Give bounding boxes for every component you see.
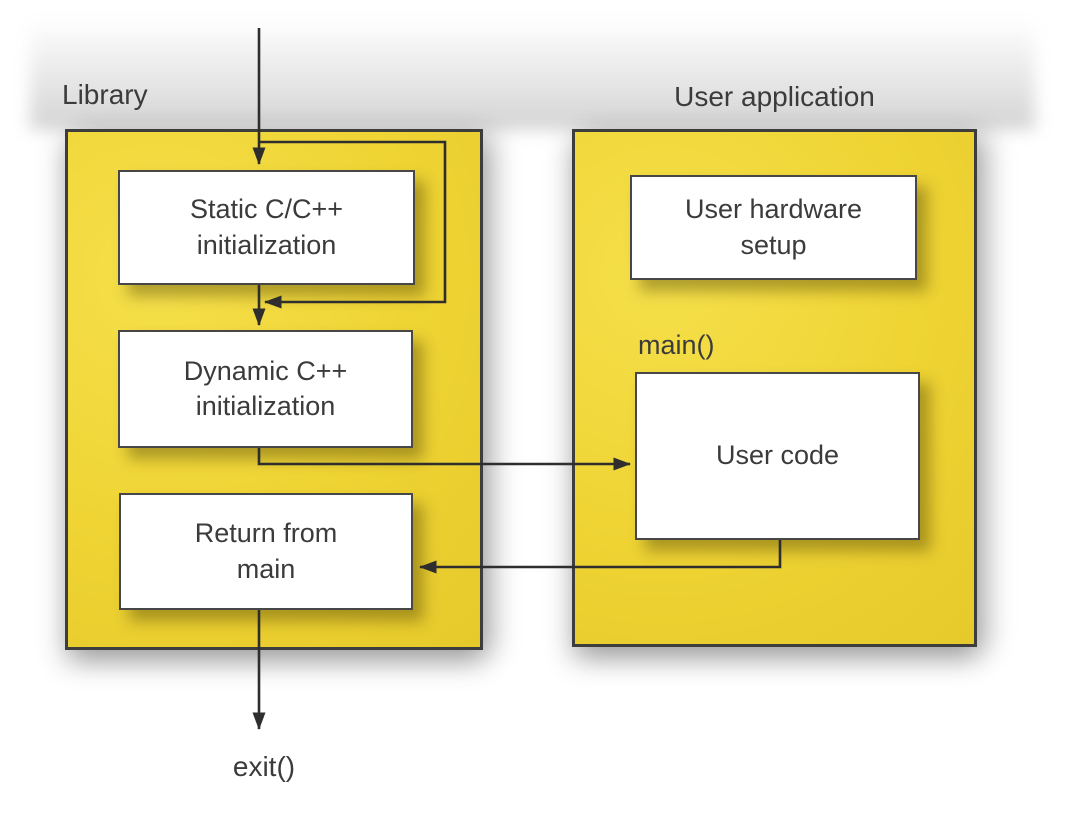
static-init-box: Static C/C++ initialization — [118, 170, 415, 285]
library-label: Library — [62, 79, 148, 110]
dynamic-init-box: Dynamic C++ initialization — [118, 330, 413, 448]
user-application-label: User application — [674, 81, 875, 112]
main-function-label: main() — [638, 330, 715, 360]
top-shadow-gradient — [30, 14, 1035, 130]
return-from-main-box: Return from main — [119, 493, 413, 610]
exit-function-label: exit() — [232, 751, 296, 782]
user-code-box: User code — [635, 372, 920, 540]
user-hardware-setup-box: User hardware setup — [630, 175, 917, 280]
